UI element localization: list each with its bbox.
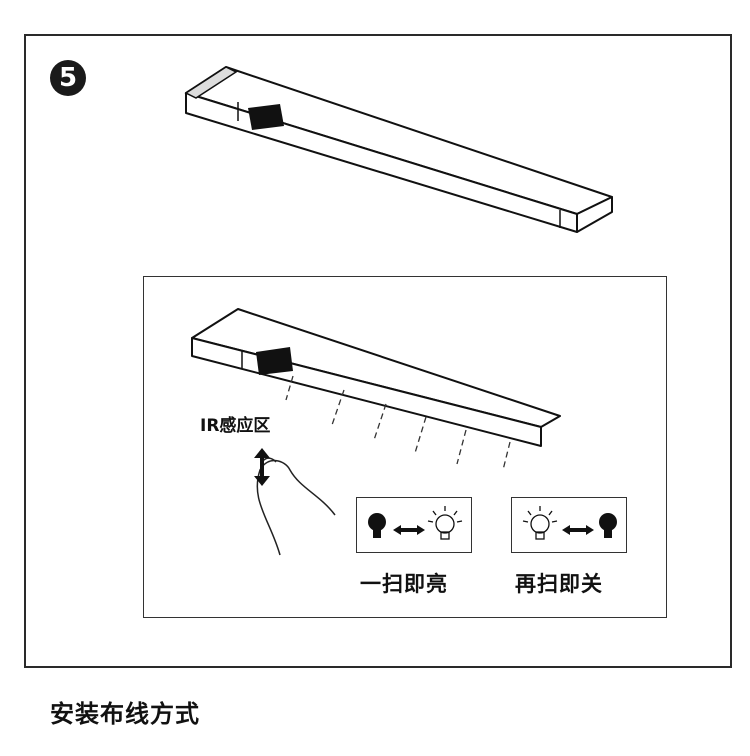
sensor-window-inner [256, 347, 293, 375]
bulb-on-icon [427, 506, 463, 540]
step-number-badge: 5 [50, 60, 86, 96]
mode-on-caption: 一扫即亮 [360, 572, 448, 596]
bulb-on-to-off-icons [522, 506, 617, 540]
sensor-window-top [248, 104, 284, 130]
detail-panel [143, 276, 667, 618]
mode-off-icon-box [511, 497, 627, 553]
double-arrow-icon [562, 525, 594, 535]
bulb-off-icon [599, 513, 617, 538]
bulb-on-icon [522, 506, 558, 540]
hand-wave-gesture-icon [256, 457, 336, 556]
diagram-frame [24, 34, 732, 668]
mode-off-caption: 再扫即关 [515, 572, 603, 596]
bulb-off-icon [368, 513, 386, 538]
ir-sensor-label: IR感应区 [200, 416, 271, 436]
bulb-off-to-on-icons [368, 506, 463, 540]
double-arrow-icon [393, 525, 425, 535]
mode-on-icon-box [356, 497, 472, 553]
section-title: 安装布线方式 [50, 699, 200, 728]
